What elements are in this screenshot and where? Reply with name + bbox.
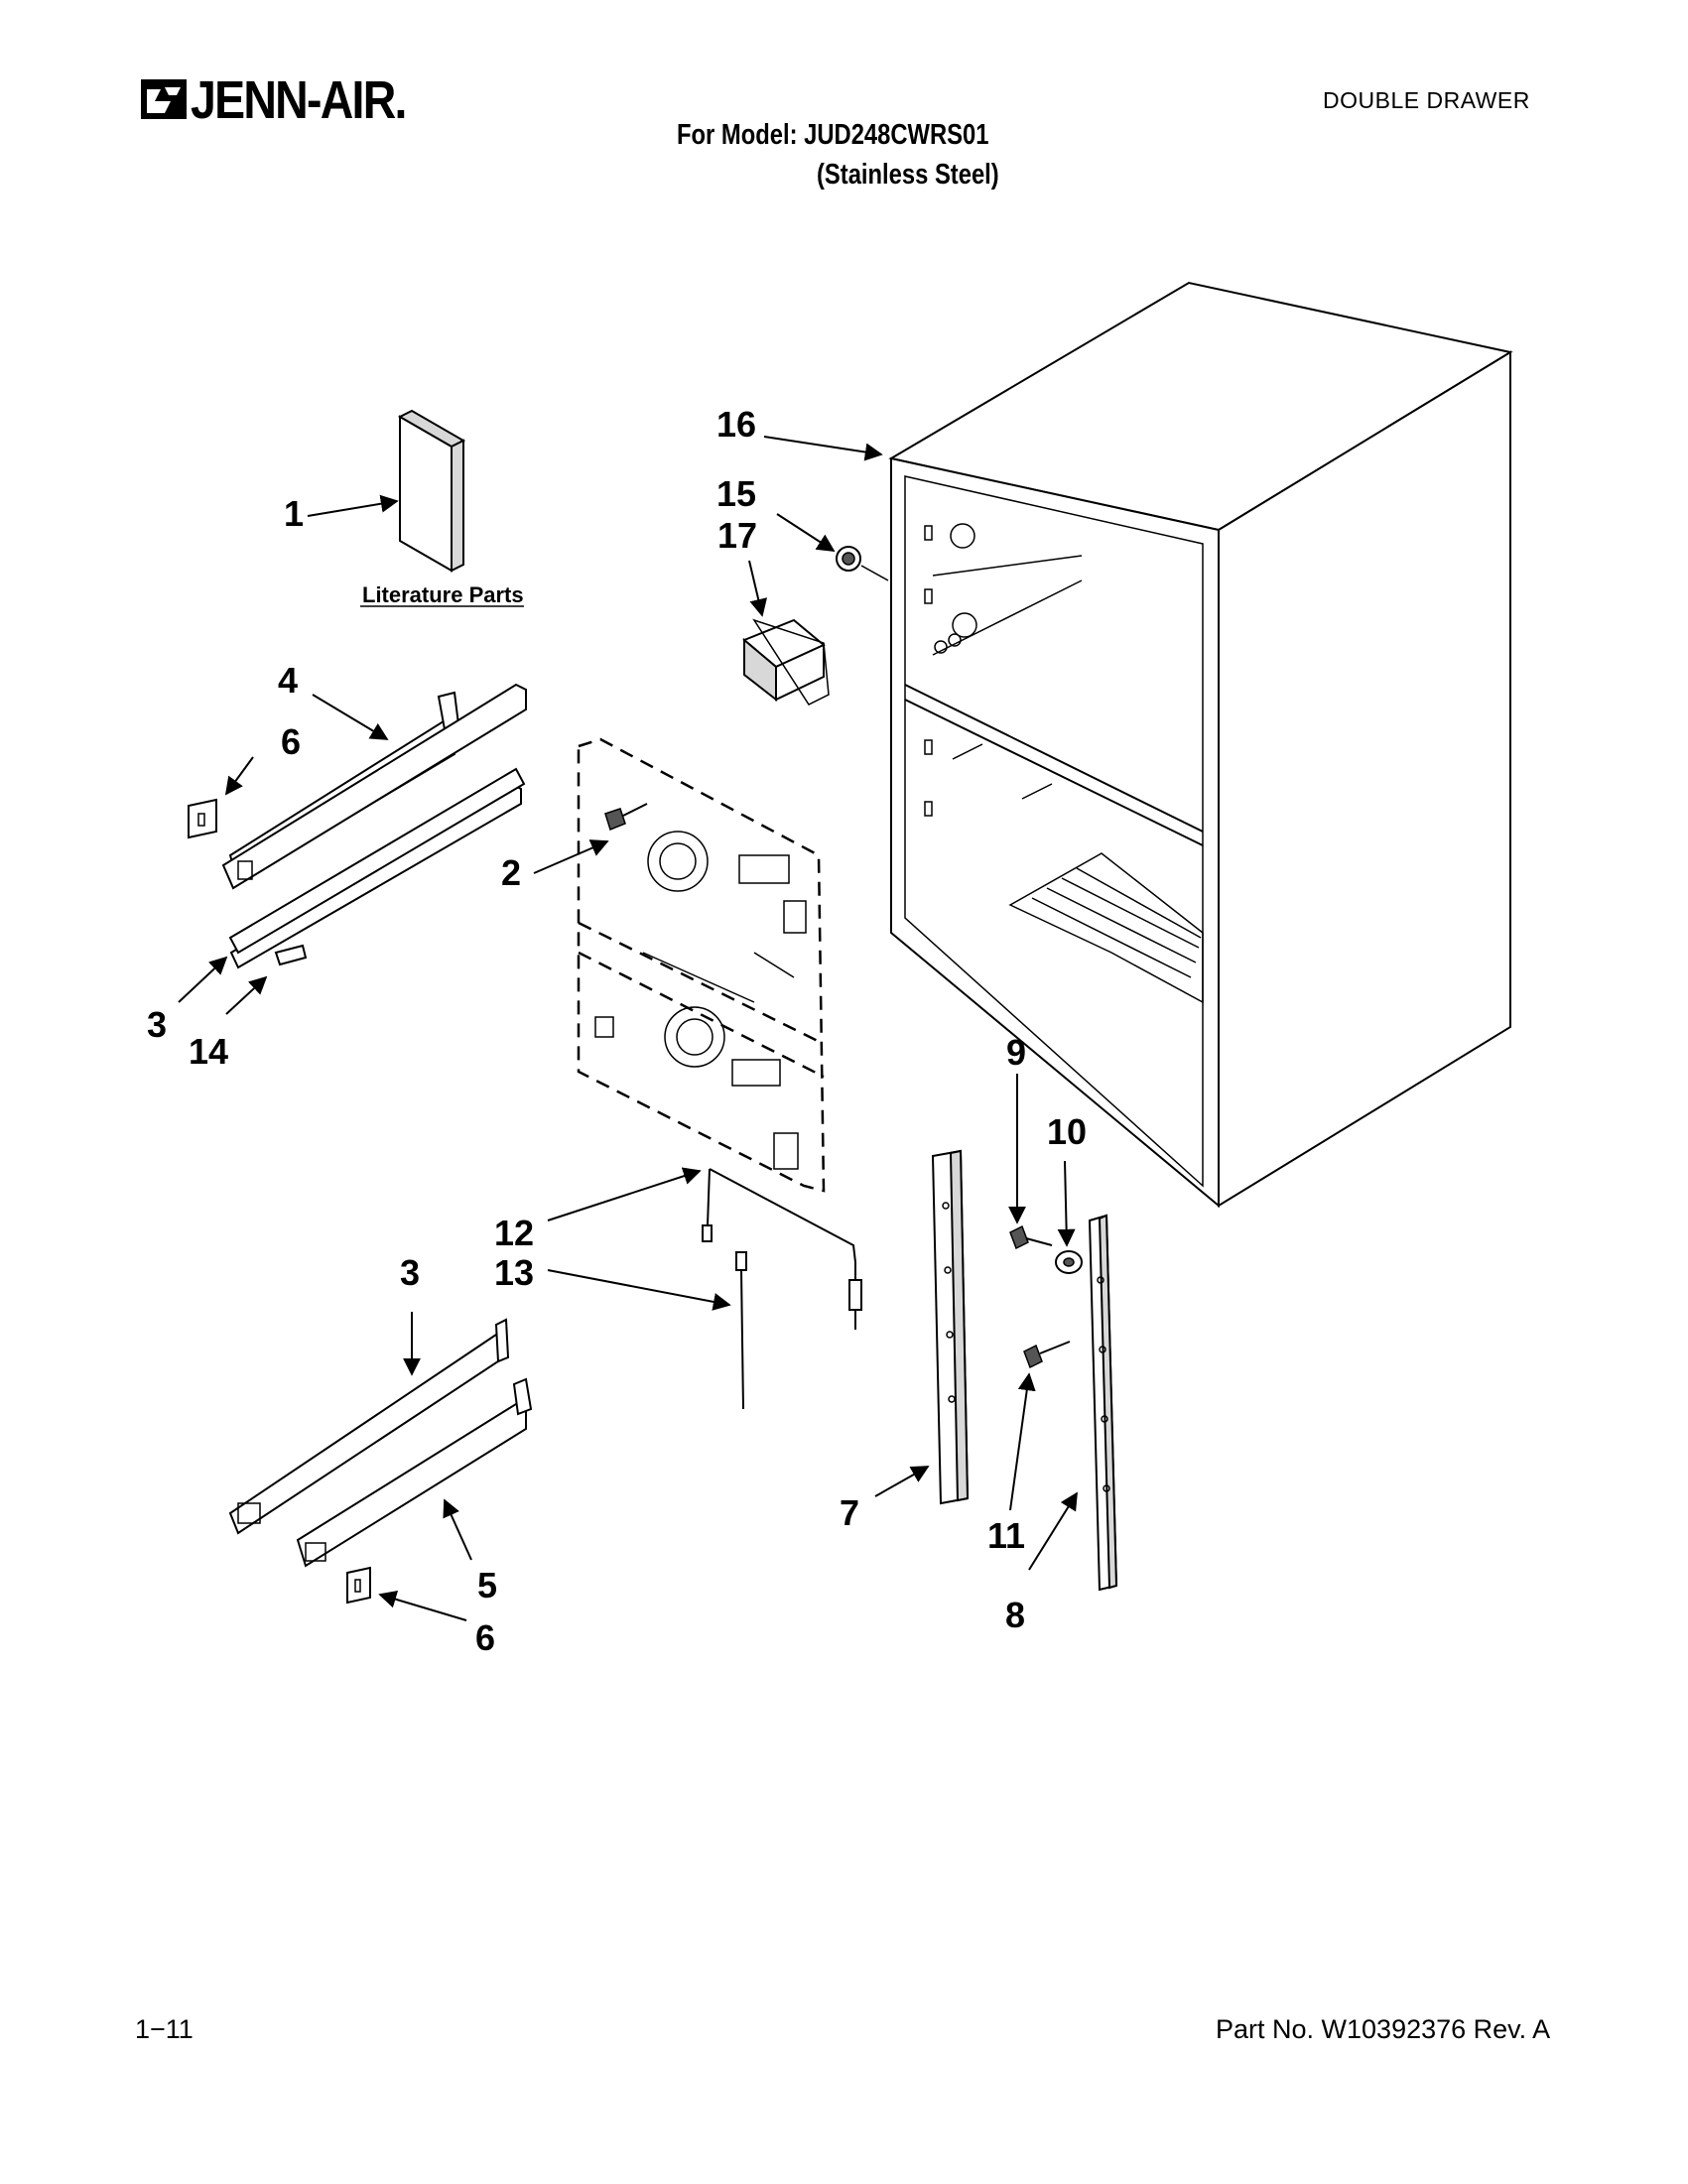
callout-12: 12: [494, 1213, 534, 1253]
literature-parts-label: Literature Parts: [362, 582, 524, 607]
brand-name: JENN-AIR.: [191, 70, 407, 130]
control-housing: [742, 618, 830, 706]
callout-15: 15: [716, 473, 756, 514]
callout-10: 10: [1047, 1111, 1087, 1152]
left-cabinet-rail: [931, 1149, 970, 1505]
document-type: DOUBLE DRAWER: [1323, 87, 1530, 113]
washer: [1055, 1250, 1083, 1274]
callout-9: 9: [1006, 1032, 1026, 1073]
callout-3: 3: [147, 1004, 167, 1045]
right-cabinet-rail: [1088, 1214, 1118, 1592]
leader-lines: [178, 436, 1078, 1621]
callout-8: 8: [1005, 1595, 1025, 1635]
callout-16: 16: [716, 404, 756, 445]
lower-slide-bracket: [296, 1377, 533, 1568]
upper-slide-bracket: [221, 683, 527, 969]
callout-7: 7: [840, 1492, 859, 1533]
upper-slide-pad: [188, 798, 217, 839]
model-title: For Model: JUD248CWRS01: [677, 119, 989, 151]
wire-harness: [702, 1168, 862, 1330]
part-number: Part No. W10392376 Rev. A: [1216, 2014, 1551, 2044]
callout-6: 6: [475, 1617, 495, 1658]
grommet: [836, 546, 889, 581]
panel-screw: [604, 803, 648, 831]
rail-screw-lower: [1023, 1341, 1071, 1369]
callout-6: 6: [281, 721, 301, 762]
callout-13: 13: [494, 1252, 534, 1293]
callout-5: 5: [477, 1565, 497, 1606]
callout-3: 3: [400, 1252, 420, 1293]
rail-screw-upper: [1009, 1224, 1053, 1250]
callout-1: 1: [284, 493, 304, 534]
callout-4: 4: [278, 660, 298, 701]
callout-11: 11: [987, 1515, 1025, 1556]
cabinet-liner: [888, 281, 1513, 1209]
callouts: 1 2 3 3 4 5 6 6 7 8 9 10 11 12 13 14 15 …: [147, 404, 1087, 1658]
literature-booklet: [397, 409, 466, 573]
rear-panel: [577, 737, 826, 1193]
lower-slide-pad: [346, 1566, 371, 1605]
slide-clip: [274, 944, 308, 966]
brand-logo: JENN-AIR.: [141, 70, 478, 135]
brand-mark-icon: [141, 79, 187, 119]
page-number: 1−11: [135, 2014, 194, 2044]
lower-slide-rail: [228, 1318, 510, 1535]
model-variant: (Stainless Steel): [817, 159, 999, 191]
sensor: [735, 1251, 747, 1410]
callout-14: 14: [189, 1031, 228, 1072]
callout-17: 17: [717, 515, 757, 556]
callout-2: 2: [501, 852, 521, 893]
